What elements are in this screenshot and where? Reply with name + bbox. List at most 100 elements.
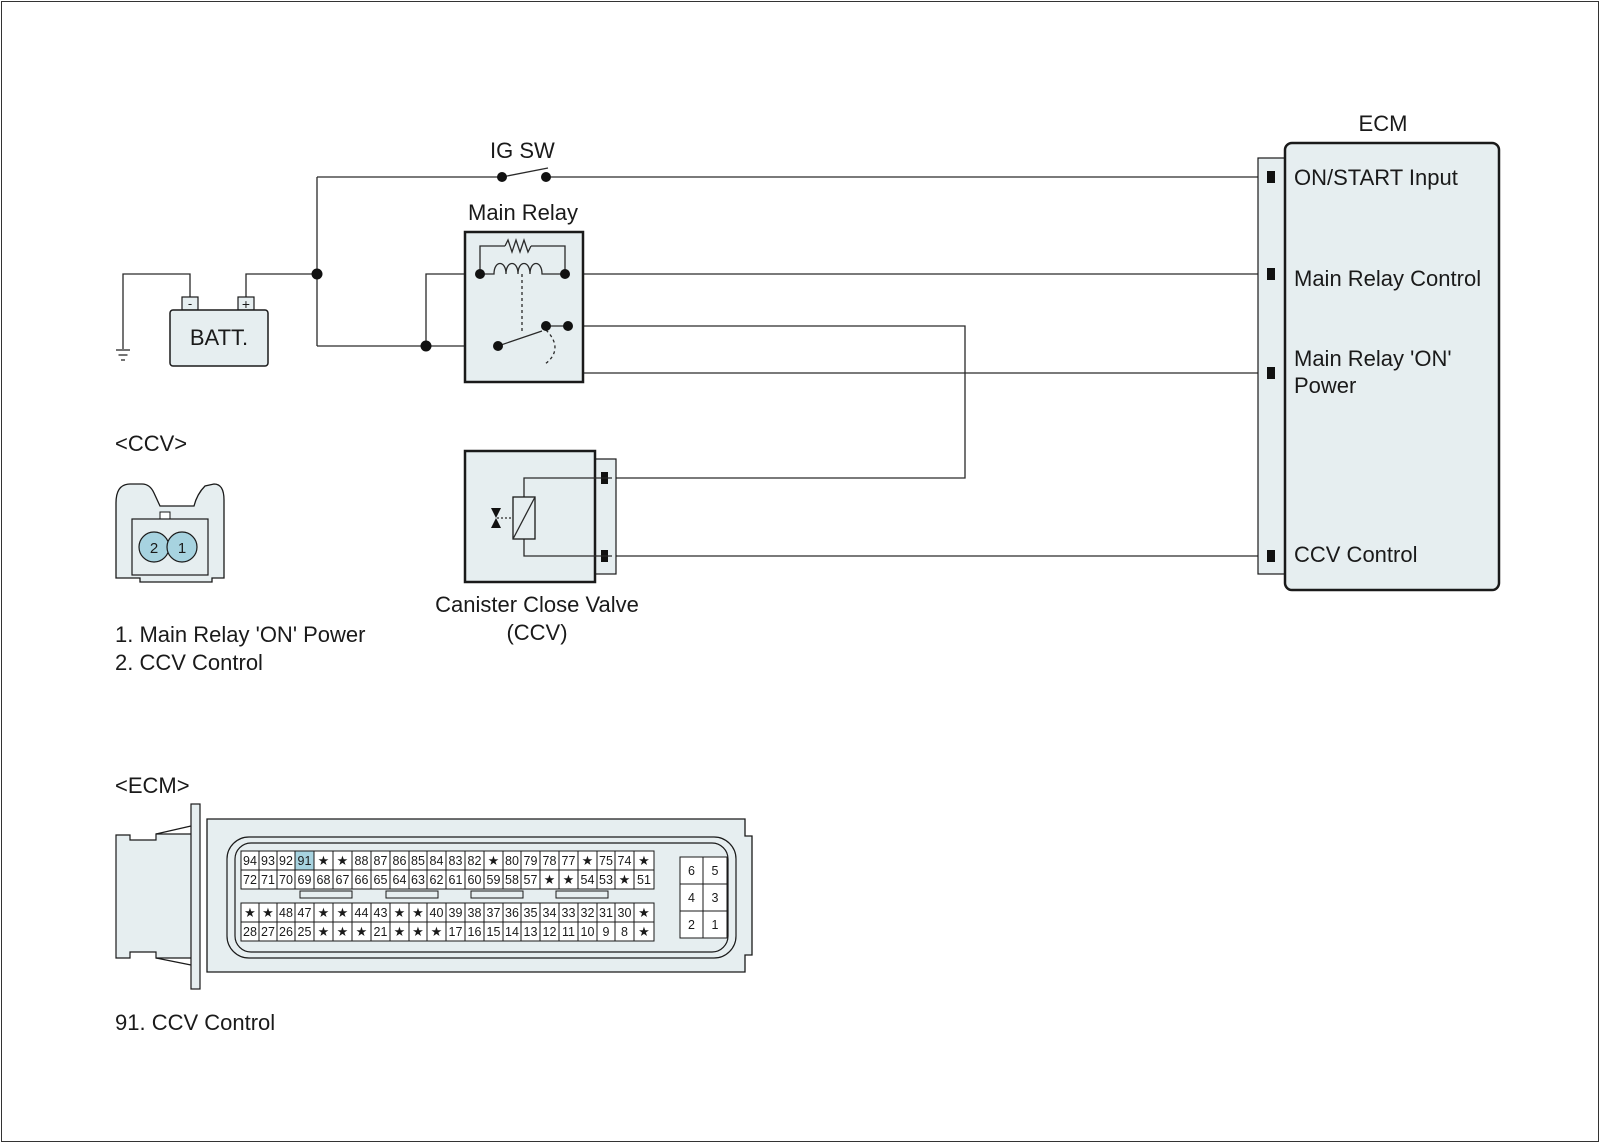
ecm-pin-number: 8: [621, 925, 628, 939]
ccv-name-line1: Canister Close Valve: [435, 592, 639, 617]
main-relay: Main Relay: [463, 200, 585, 384]
ecm-pin-number: 67: [336, 873, 350, 887]
connector-key: [470, 890, 524, 899]
junction-dot: [420, 340, 432, 352]
ecm-pin-number: 33: [562, 906, 576, 920]
ecm-connector-housing: [1257, 157, 1287, 575]
ecm-pin-number: ★: [356, 924, 368, 939]
battery-positive-sign: +: [242, 296, 250, 312]
ig-switch-contact: [497, 172, 507, 182]
ecm-label: ECM: [1359, 111, 1408, 136]
ecm-body: [1283, 141, 1501, 592]
ecm-pin: [1267, 268, 1275, 280]
ecm-pin-number: 82: [468, 854, 482, 868]
battery-positive-wire: [245, 273, 317, 298]
ecm-pin-number: 15: [487, 925, 501, 939]
ecm-pin-number: ★: [318, 924, 330, 939]
ecm-pin-number: 69: [298, 873, 312, 887]
ecm-pin-number: 85: [411, 854, 425, 868]
ecm-pin-number: 11: [562, 925, 575, 939]
ecm-small-pin-number: 6: [688, 864, 695, 878]
battery: - + BATT.: [169, 296, 269, 367]
ecm-small-pin-cell: [702, 910, 728, 939]
ecm-pin-cell: [633, 869, 655, 890]
canister-close-valve: Canister Close Valve (CCV): [435, 449, 639, 645]
ecm-pin-number: 35: [524, 906, 538, 920]
ccv-connector-legend-item: 1. Main Relay 'ON' Power: [115, 622, 366, 647]
ecm-pin-number: 12: [543, 925, 557, 939]
ecm-pin-number: 16: [468, 925, 482, 939]
ecm-pin-number: 91: [298, 854, 312, 868]
ecm-pin-number: 27: [261, 925, 275, 939]
battery-negative-sign: -: [188, 296, 192, 311]
ecm-pin-number: 31: [599, 906, 613, 920]
ecm-pin-number: 74: [618, 854, 632, 868]
connector-key: [555, 890, 609, 899]
ecm-pin-label-main-relay-on-power-2: Power: [1294, 373, 1356, 398]
ecm-pin-number: 61: [449, 873, 463, 887]
ecm-pin-number: 40: [430, 906, 444, 920]
ecm-pin-number: 77: [562, 854, 576, 868]
ecm-pin-number: 57: [524, 873, 538, 887]
ig-switch-contact: [541, 172, 551, 182]
ecm-pin-number: 86: [393, 854, 407, 868]
ecm-pin-label-main-relay-on-power: Main Relay 'ON': [1294, 346, 1452, 371]
ecm-pin-number: 66: [355, 873, 369, 887]
ecm-pin-number: ★: [337, 853, 349, 868]
ecm-pin-number: ★: [394, 905, 406, 920]
ecm-pin-number: ★: [394, 924, 406, 939]
ecm-pin-number: 44: [355, 906, 369, 920]
junction-dot: [311, 268, 323, 280]
relay-terminal: [560, 269, 570, 279]
ecm-pin-number: 10: [581, 925, 595, 939]
ecm-pin-number: 25: [298, 925, 312, 939]
main-relay-label: Main Relay: [468, 200, 578, 225]
ecm-pin-number: 28: [243, 925, 257, 939]
connector-key: [299, 890, 353, 899]
battery-body: [169, 309, 269, 367]
ecm-pin-number: 60: [468, 873, 482, 887]
ecm-pin-number: ★: [337, 905, 349, 920]
ecm-pin-number: 94: [243, 854, 257, 868]
ccv-connector-pin-label: 1: [178, 540, 186, 557]
ecm-pin-number: 71: [261, 873, 275, 887]
ecm-pin-number: 9: [603, 925, 610, 939]
ecm-pin: [1267, 550, 1275, 562]
ecm-pin-number: 59: [487, 873, 501, 887]
ecm-pin-number: 64: [393, 873, 407, 887]
ecm-pin-number: 80: [505, 854, 519, 868]
ecm-pin-number: ★: [638, 924, 650, 939]
ccv-connector-pin-label: 2: [150, 540, 158, 557]
ecm-pin-label-main-relay-control: Main Relay Control: [1294, 266, 1481, 291]
ecm-pin-number: 78: [543, 854, 557, 868]
battery-ground-wire: [122, 273, 191, 349]
ecm-pin-number: ★: [638, 853, 650, 868]
ecm-pin-number: 43: [374, 906, 388, 920]
ecm-pin-number: 92: [279, 854, 293, 868]
ecm-pin-number: 63: [411, 873, 425, 887]
ecm-pin-number: ★: [544, 872, 556, 887]
ccv-connector-pin-1: [166, 531, 198, 563]
ecm-connector-legend: 91. CCV Control: [115, 1010, 275, 1035]
ecm-small-pin-number: 2: [688, 918, 695, 932]
ecm-pin-number: 30: [618, 906, 632, 920]
ecm-pin-number: 32: [581, 906, 595, 920]
relay-terminal: [493, 341, 503, 351]
ecm-pin-number: ★: [337, 924, 349, 939]
ig-switch-blade: [501, 167, 549, 178]
main-relay-body: [463, 230, 585, 384]
relay-terminal: [475, 269, 485, 279]
ecm-pin-number: 36: [505, 906, 519, 920]
ecm-unit: ECM ON/START Input Main Relay Control Ma…: [1257, 111, 1501, 592]
ecm-pin-number: 58: [505, 873, 519, 887]
ccv-connector-view: <CCV> 2 1 1. Main Relay 'ON' Power 2. CC…: [115, 431, 366, 675]
ecm-pin-number: ★: [244, 905, 256, 920]
ecm-pin-number: 14: [505, 925, 519, 939]
ecm-pin-number: 34: [543, 906, 557, 920]
connector-key: [385, 890, 439, 899]
ecm-pin-number: 53: [599, 873, 613, 887]
ecm-pin-number: 70: [279, 873, 293, 887]
ecm-small-pin-number: 1: [712, 918, 719, 932]
